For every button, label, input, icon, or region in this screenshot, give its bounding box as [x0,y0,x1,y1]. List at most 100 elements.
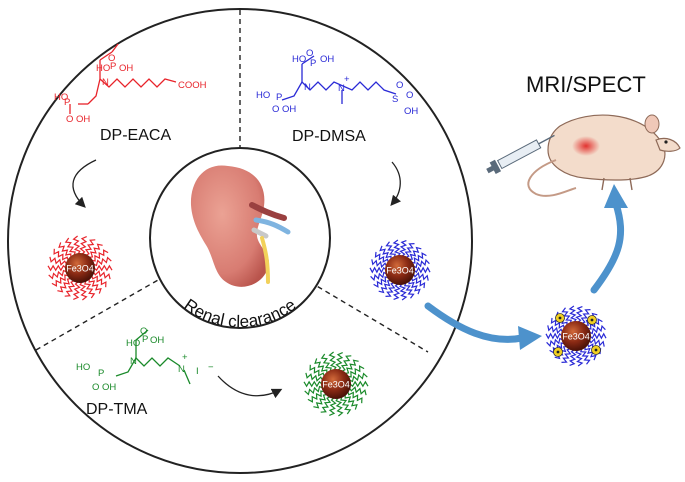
label-dp-eaca: DP-EACA [100,127,171,144]
ligand-chain [547,325,564,335]
svg-text:−: − [208,362,214,373]
ligand-chain [349,372,368,383]
svg-text:N: N [178,364,185,375]
nanoparticle-tma: Fe3O4 [303,351,369,417]
nanoparticle-dmsa: Fe3O4 [369,239,431,301]
dp-eaca-structure [69,43,177,114]
svg-text:O: O [306,48,313,59]
mouse-icon [527,114,681,197]
ligand-chain [561,348,572,363]
svg-text:OH: OH [76,114,90,125]
ligand-chain [335,397,344,417]
ligand-chain [411,277,426,289]
svg-text:HO: HO [292,54,306,65]
ligand-chain [84,280,96,299]
svg-text:+: + [344,74,350,85]
ligand-chain [340,396,352,415]
iron-oxide-core [561,321,591,351]
ligand-chain [307,390,325,403]
svg-text:O: O [66,114,73,125]
svg-text:P: P [276,92,282,103]
nanoparticle-eaca: Fe3O4 [47,235,113,301]
svg-text:O: O [108,53,115,64]
ligand-chain [404,243,415,258]
ligand-chain [72,281,81,300]
ligand-chain [309,364,325,377]
svg-text:N: N [304,82,311,93]
ligand-chain [413,258,430,269]
dp-tma-atoms: P O OH HO N P HO O OH N + I − [76,326,214,393]
ligand-chain [47,264,67,272]
label-dp-dmsa: DP-DMSA [292,128,366,145]
ligand-chain [412,271,429,281]
ligand-chain [335,352,344,371]
iron-oxide-core [385,255,415,285]
ligand-chain [349,380,369,388]
ligand-chain [64,280,76,297]
svg-text:OH: OH [320,54,334,65]
dp-dmsa-structure [281,55,397,104]
ligand-chain [550,317,565,329]
ligand-chain [305,372,324,382]
ligand-chain [93,256,112,267]
svg-text:OH: OH [150,335,164,346]
radiation-icon-center [556,350,560,354]
svg-text:O: O [396,80,403,91]
ligand-chain [575,349,584,367]
kidney-icon [190,165,291,287]
dp-tma-structure [115,329,191,385]
ligand-chain [57,277,71,293]
divider-right [309,281,429,353]
core-label: Fe3O4 [322,380,350,390]
ligand-chain [328,397,337,416]
svg-text:OH: OH [102,382,116,393]
ligand-chain [345,359,359,375]
ligand-chain [579,348,591,365]
svg-text:HO: HO [126,338,140,349]
svg-text:O: O [92,382,99,393]
ligand-chain [584,346,597,361]
radiation-icon-center [590,318,594,322]
ligand-chain [399,283,408,301]
ligand-chain [589,324,606,335]
svg-text:O: O [272,104,279,115]
ligand-chain [385,282,396,297]
ligand-chain [93,264,113,272]
ligand-chain [379,245,392,260]
ligand-chain [58,242,72,258]
ligand-chain [589,332,607,340]
arrow-head-2 [604,184,628,208]
ligand-chain [303,380,323,388]
ligand-chain [92,270,111,280]
ligand-chain [546,337,563,348]
ligand-chain [79,236,88,255]
ligand-chain [399,240,408,257]
svg-text:O: O [406,90,413,101]
arrow-dmsa-to-np [390,161,401,206]
svg-text:OH: OH [282,104,296,115]
arrow-eaca-to-np [72,159,97,208]
svg-text:+: + [182,352,188,363]
ligand-chain [347,391,363,404]
ligand-chain [84,239,96,256]
svg-text:S: S [392,94,398,105]
svg-text:O: O [140,326,147,337]
ligand-chain [371,259,388,269]
iron-oxide-core [321,369,351,399]
ligand-chain [369,266,387,274]
ligand-chain [409,246,422,261]
ligand-chain [373,276,389,288]
ligand-chain [561,307,573,324]
ligand-chain [392,283,401,300]
nanoparticle-labeled: Fe3O4 [545,305,607,367]
arrow-head-1 [518,326,542,350]
arrow-to-labeled-np [424,302,526,343]
ligand-chain [88,278,102,294]
ligand-chain [91,275,107,288]
ligand-chain [568,305,577,323]
svg-text:N: N [102,77,109,88]
ligand-chain [378,279,391,294]
dp-dmsa-atoms: P O OH HO N P HO O OH N + S O O OH [256,48,418,117]
ligand-chain [385,241,397,258]
svg-text:I: I [196,366,199,377]
